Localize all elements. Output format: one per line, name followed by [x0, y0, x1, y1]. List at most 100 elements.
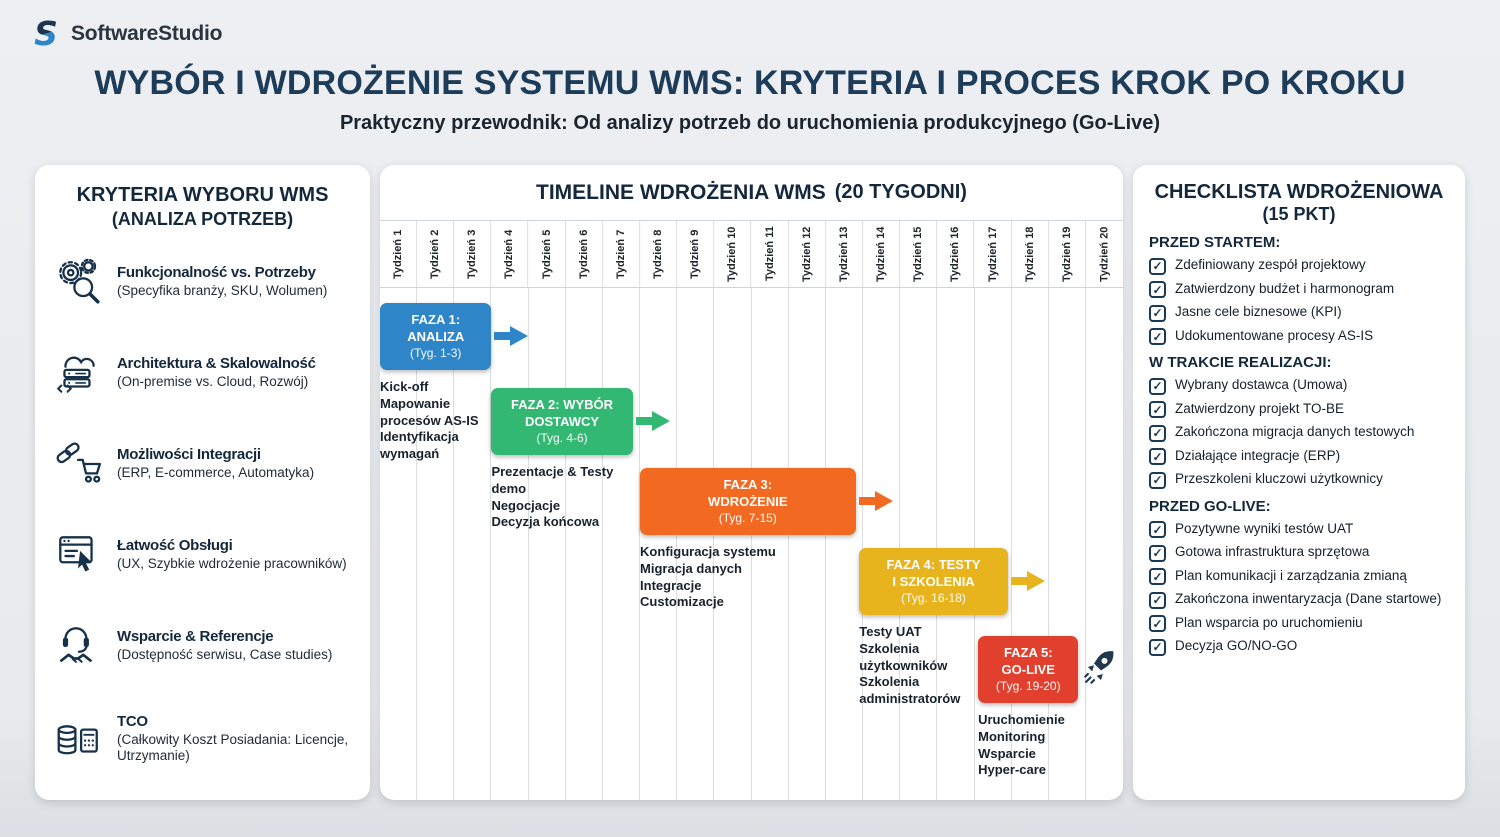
phase-faza-5: FAZA 5: GO-LIVE (Tyg. 19-20) Uruchomieni…: [978, 636, 1114, 779]
week-label: Tydzień 10: [714, 221, 752, 287]
gantt-column: [566, 288, 603, 800]
phase-weeks-label: (Tyg. 19-20): [995, 678, 1061, 693]
checkbox-checked-icon: ✓: [1149, 615, 1166, 632]
phase-note: Customizacje: [640, 594, 724, 610]
checkbox-checked-icon: ✓: [1149, 257, 1166, 275]
checklist-item-label: Plan wsparcia po uruchomieniu: [1175, 614, 1363, 630]
checklist-item-label: Działające integracje (ERP): [1175, 447, 1341, 463]
checklist-item-label: Zatwierdzony budżet i harmonogram: [1175, 280, 1395, 296]
checklist-item-label: Zatwierdzony projekt TO-BE: [1175, 400, 1345, 416]
checklist-panel-subtitle: (15 PKT): [1262, 204, 1336, 224]
checklist-item: ✓Zakończona inwentaryzacja (Dane startow…: [1149, 591, 1449, 609]
criteria-item-title: Architektura & Skalowalność: [117, 354, 316, 372]
phase-note: Wsparcie: [978, 745, 1036, 761]
page-subtitle: Praktyczny przewodnik: Od analizy potrze…: [339, 112, 1161, 134]
checkbox-checked-icon: ✓: [1149, 521, 1166, 538]
phase-note: Konfiguracja systemu: [640, 544, 776, 560]
phase-bar-label: WDROŻENIE: [708, 493, 788, 509]
gantt-column: [975, 288, 1012, 800]
checkbox-checked-icon: ✓: [1149, 638, 1166, 656]
arrow-right-icon: [1010, 571, 1045, 591]
phase-bar-label: FAZA 2: WYBÓR: [510, 397, 614, 412]
gantt-column: [454, 288, 492, 800]
week-label: Tydzień 4: [491, 221, 529, 287]
week-label: Tydzień 16: [937, 221, 975, 287]
checklist-item: ✓Wybrany dostawca (Umowa): [1149, 377, 1449, 395]
phase-bar: FAZA 3: WDROŻENIE (Tyg. 7-15): [640, 468, 856, 536]
criteria-panel: KRYTERIA WYBORU WMS (ANALIZA POTRZEB) Fu…: [35, 165, 370, 800]
criteria-item-title: TCO: [117, 712, 148, 730]
week-label: Tydzień 9: [677, 221, 715, 287]
gantt-column: [529, 288, 566, 800]
checklist-item: ✓Pozytywne wyniki testów UAT: [1149, 521, 1449, 538]
phase-bar-label: I SZKOLENIA: [892, 573, 975, 589]
phase-weeks-label: (Tyg. 7-15): [718, 510, 777, 525]
week-label: Tydzień 14: [863, 221, 901, 287]
checklist-item-label: Zakończona migracja danych testowych: [1175, 424, 1415, 439]
criteria-item-support: Wsparcie & Referencje (Dostępność serwis…: [51, 621, 354, 671]
gantt-column: [380, 288, 418, 800]
arrow-right-icon: [858, 491, 893, 511]
checklist-section-heading: W TRAKCIE REALIZACJI:: [1149, 354, 1332, 371]
criteria-item-integration: Możliwości Integracji (ERP, E-commerce, …: [51, 439, 354, 489]
gantt-column: [900, 288, 938, 800]
timeline-title: TIMELINE WDROŻENIA WMS (20 TYGODNI): [380, 165, 1123, 221]
content-panels: KRYTERIA WYBORU WMS (ANALIZA POTRZEB) Fu…: [35, 165, 1465, 800]
phase-note: Testy UAT: [859, 624, 922, 640]
cloud-servers-icon: [51, 348, 105, 398]
page-title: WYBÓR I WDROŻENIE SYSTEMU WMS: KRYTERIA …: [94, 64, 1406, 102]
criteria-item-tco: TCO (Całkowity Koszt Posiadania: Licencj…: [51, 713, 354, 766]
week-label: Tydzień 19: [1048, 221, 1086, 287]
checkbox-checked-icon: ✓: [1149, 424, 1166, 442]
gantt-column: [714, 288, 752, 800]
checklist-sections: PRZED STARTEM:✓Zdefiniowany zespół proje…: [1149, 234, 1449, 656]
phase-note: Decyzja końcowa: [491, 514, 600, 530]
phase-bar: FAZA 1: ANALIZA (Tyg. 1-3): [380, 303, 492, 371]
gantt-column: [491, 288, 529, 800]
phase-bar-label: FAZA 1:: [411, 312, 461, 327]
week-label: Tydzień 20: [1098, 226, 1111, 282]
coins-calculator-icon: [51, 714, 105, 764]
checkbox-checked-icon: ✓: [1149, 401, 1166, 418]
phase-bar: FAZA 4: TESTY I SZKOLENIA (Tyg. 16-18): [859, 548, 1008, 616]
criteria-item-desc: (ERP, E-commerce, Automatyka): [117, 465, 315, 481]
checkbox-checked-icon: ✓: [1149, 544, 1166, 562]
softwarestudio-logo-icon: S S: [30, 16, 62, 52]
phase-faza-4: FAZA 4: TESTY I SZKOLENIA (Tyg. 16-18) T…: [859, 548, 1045, 708]
logo: S S SoftwareStudio: [30, 16, 222, 52]
timeline-panel: TIMELINE WDROŻENIA WMS (20 TYGODNI) Tydz…: [380, 165, 1123, 800]
criteria-item-architecture: Architektura & Skalowalność (On-premise …: [51, 348, 354, 398]
checkbox-checked-icon: ✓: [1149, 304, 1166, 322]
checklist-item: ✓Działające integracje (ERP): [1149, 447, 1449, 465]
checkbox-checked-icon: ✓: [1149, 377, 1166, 395]
criteria-item-desc: (UX, Szybkie wdrożenie pracowników): [117, 556, 347, 572]
phase-bar-label: FAZA 3:: [723, 477, 773, 492]
checklist-item: ✓ Zatwierdzony projekt TO-BE: [1149, 400, 1449, 418]
criteria-item-title: Łatwość Obsługi: [117, 537, 233, 555]
phase-note: Monitoring: [978, 729, 1046, 744]
week-label: Tydzień 13: [825, 221, 864, 287]
phase-bar-label: DOSTAWCY: [524, 413, 600, 429]
phase-note: Szkolenia użytkowników: [859, 641, 948, 673]
gantt-column: [826, 288, 864, 800]
phase-note: Kick-off: [380, 379, 429, 395]
gantt-column: [752, 288, 789, 800]
rocket-icon: [1084, 651, 1114, 684]
checklist-item-label: Zdefiniowany zespół projektowy: [1175, 257, 1366, 272]
gantt-column: [937, 288, 975, 800]
week-label: Tydzień 1: [380, 221, 418, 287]
checklist-item-label: Decyzja GO/NO-GO: [1175, 638, 1298, 653]
phase-weeks-label: (Tyg. 16-18): [901, 590, 966, 605]
checklist-item: ✓ Zakończona migracja danych testowych: [1149, 424, 1449, 442]
checklist-item-label: Plan komunikacji i zarządzania zmianą: [1175, 567, 1407, 583]
criteria-item-usability: Łatwość Obsługi (UX, Szybkie wdrożenie p…: [51, 530, 354, 580]
chain-cart-icon: [51, 439, 105, 489]
phase-bar: FAZA 5: GO-LIVE (Tyg. 19-20): [978, 636, 1079, 704]
criteria-panel-subtitle: (ANALIZA POTRZEB): [111, 209, 294, 229]
